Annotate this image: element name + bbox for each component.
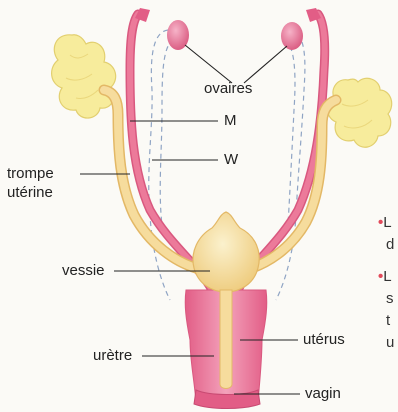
side-text-char: u [386,334,394,351]
label-vessie: vessie [62,262,105,280]
label-uretre: urètre [93,347,132,365]
side-text-line-4: s [386,290,394,308]
right-gland [327,78,391,147]
label-uterus: utérus [303,331,345,349]
dashed-outline-right [276,30,305,300]
side-text-char: s [386,290,394,307]
side-text-line-5: t [386,312,390,330]
urethra [220,290,232,389]
label-w: W [224,151,238,169]
side-text-line-3: •L [378,268,392,286]
right-ovary [281,22,303,50]
side-text-line-2: d [386,236,394,254]
leader-ovaires-left [185,45,232,83]
bladder [193,212,259,292]
dashed-outline-left-inner [160,40,174,225]
label-ovaires: ovaires [204,80,252,98]
side-text-char: L [383,214,391,231]
label-vagin: vagin [305,385,341,403]
left-gland [52,35,116,118]
side-text-line-1: •L [378,214,392,232]
label-m: M [224,112,237,130]
label-trompe-line1: trompe [7,165,54,183]
leader-ovaires-right [244,46,287,83]
side-text-char: L [383,268,391,285]
side-text-line-6: u [386,334,394,352]
dashed-outline-right-inner [284,40,295,225]
side-text-char: d [386,236,394,253]
label-trompe-line2: utérine [7,184,53,202]
side-text-char: t [386,312,390,329]
